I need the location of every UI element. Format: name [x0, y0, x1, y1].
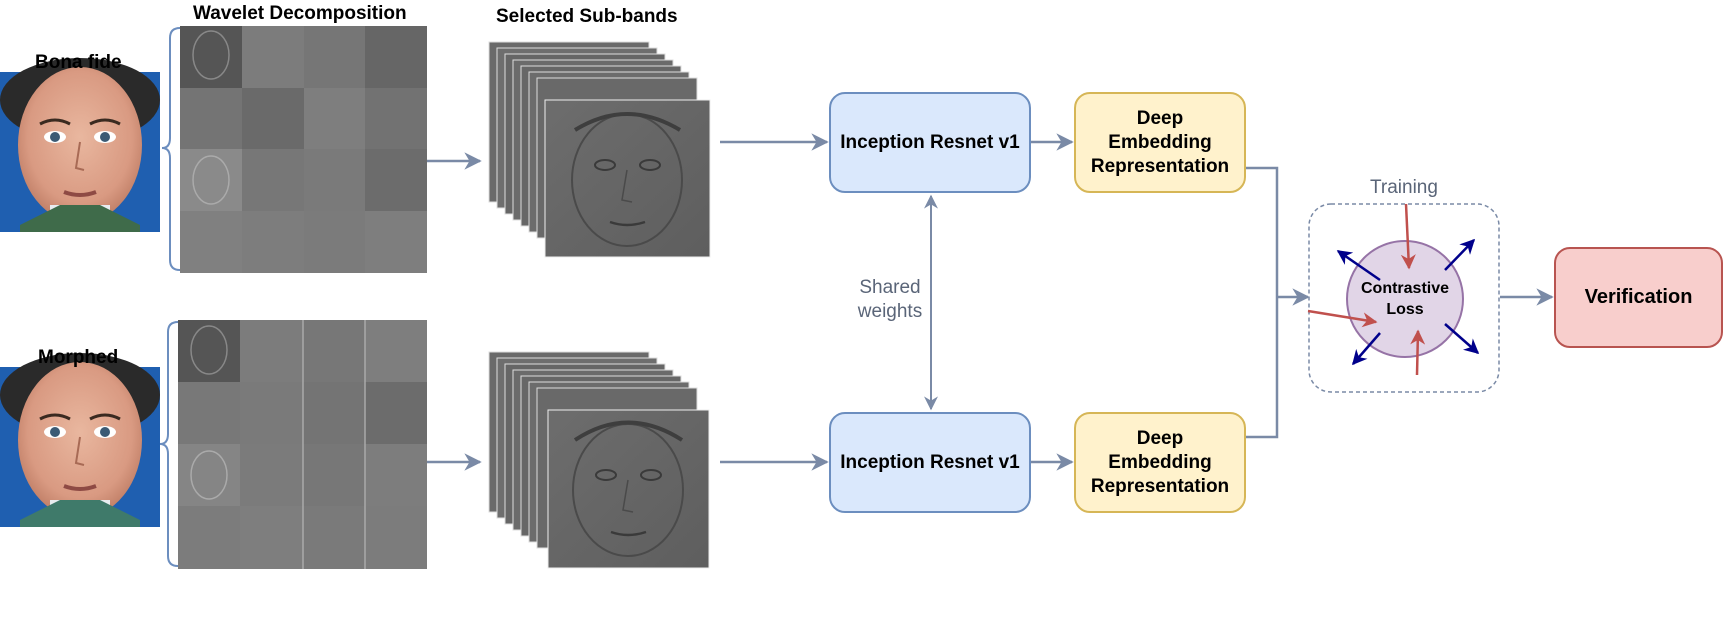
training-arrow-left	[1307, 309, 1378, 328]
selected-subbands-title: Selected Sub-bands	[496, 6, 678, 27]
shared-weights-line-1: Shared	[859, 277, 921, 298]
contrastive-loss-circle	[1346, 240, 1464, 358]
brace-bottom	[159, 321, 179, 567]
training-arrow-top	[1400, 203, 1416, 270]
deep-embedding-top: Deep Embedding Representation	[1074, 92, 1246, 193]
inception-resnet-top: Inception Resnet v1	[829, 92, 1031, 193]
embedding-top-to-loss-connector	[1246, 166, 1279, 297]
wavelet-grid-top	[180, 26, 427, 273]
subband-stack-bottom	[488, 351, 710, 569]
training-arrow-bottom	[1410, 329, 1426, 376]
inception-resnet-top-label: Inception Resnet v1	[840, 131, 1020, 153]
wavelet-decomposition-title: Wavelet Decomposition	[193, 3, 407, 24]
inception-resnet-bottom: Inception Resnet v1	[829, 412, 1031, 513]
contrastive-loss-line-1: Contrastive	[1360, 280, 1450, 297]
deep-embedding-top-line-1: Deep	[1136, 107, 1184, 129]
morphed-label: Morphed	[38, 347, 119, 368]
shared-weights-label: Shared weights	[848, 276, 932, 324]
push-arrow-downleft	[1352, 332, 1381, 366]
inception-resnet-bottom-label: Inception Resnet v1	[840, 451, 1020, 473]
deep-embedding-top-line-3: Representation	[1090, 155, 1230, 177]
bona-fide-label: Bona fide	[35, 52, 122, 73]
push-arrow-upleft	[1336, 249, 1381, 282]
push-arrow-upright	[1444, 238, 1476, 271]
deep-embedding-bottom-line-1: Deep	[1136, 427, 1184, 449]
verification-box: Verification	[1554, 247, 1723, 348]
training-label: Training	[1370, 177, 1438, 198]
brace-top	[161, 27, 181, 271]
deep-embedding-bottom-line-2: Embedding	[1108, 451, 1212, 473]
bona-fide-face-image	[0, 58, 160, 232]
training-region	[1308, 203, 1500, 393]
morphed-face-image	[0, 353, 160, 527]
subband-stack-top	[488, 41, 711, 258]
wavelet-grid-bottom	[178, 320, 427, 569]
shared-weights-line-2: weights	[857, 301, 923, 322]
contrastive-loss-line-2: Loss	[1386, 301, 1424, 318]
push-arrow-downright	[1444, 323, 1480, 354]
deep-embedding-top-line-2: Embedding	[1108, 131, 1212, 153]
deep-embedding-bottom: Deep Embedding Representation	[1074, 412, 1246, 513]
contrastive-loss-label: Contrastive Loss	[1347, 278, 1463, 320]
verification-label: Verification	[1584, 286, 1693, 308]
deep-embedding-bottom-line-3: Representation	[1090, 475, 1230, 497]
embedding-bottom-to-loss-connector	[1246, 297, 1279, 439]
